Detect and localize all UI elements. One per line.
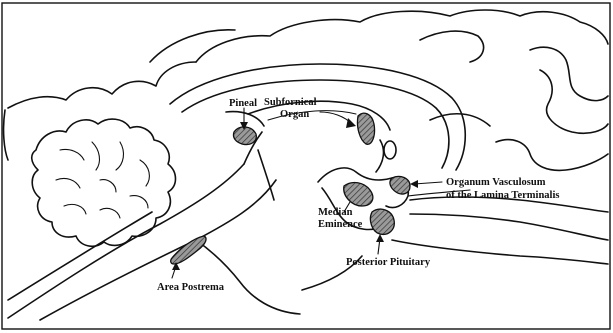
label-subfornical-line1: Subfornical (264, 97, 317, 108)
ovlt-organ (390, 176, 410, 194)
circumventricular-organs (171, 113, 410, 264)
subfornical-organ (357, 113, 374, 144)
posterior-pituitary-organ (370, 209, 394, 234)
label-posterior-pituitary: Posterior Pituitary (346, 257, 431, 268)
label-median-line1: Median (318, 207, 353, 218)
cortex-gyri (4, 10, 608, 170)
label-ovlt-line2: of the Lamina Terminalis (446, 190, 559, 201)
figure-frame (2, 3, 610, 329)
median-eminence-organ (344, 183, 373, 206)
label-area-postrema: Area Postrema (157, 282, 225, 293)
corpus-callosum (170, 64, 465, 170)
pineal-organ (233, 127, 256, 145)
label-pineal: Pineal (229, 98, 257, 109)
label-median-line2: Eminence (318, 219, 363, 230)
label-subfornical-line2: Organ (280, 109, 309, 120)
label-ovlt-line1: Organum Vasculosum (446, 177, 546, 188)
